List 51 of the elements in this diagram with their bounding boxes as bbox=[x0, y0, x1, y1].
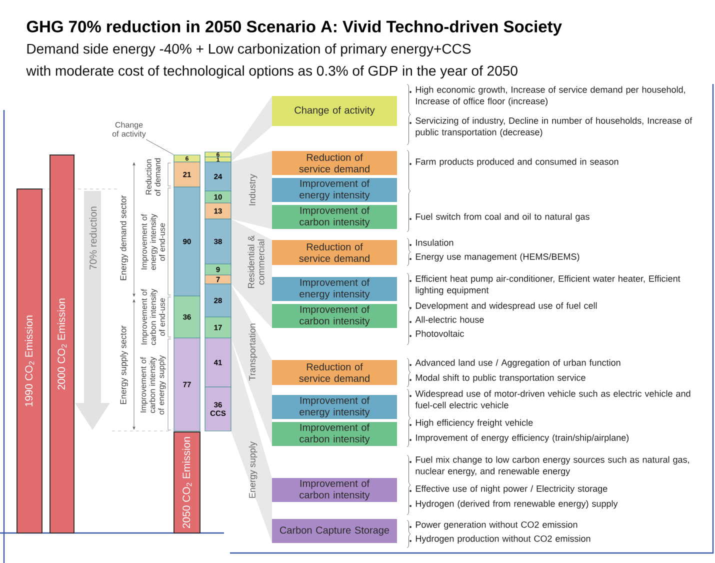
measure-box: Improvement of energy intensity bbox=[272, 178, 397, 202]
bullet-text: Modal shift to public transportation service bbox=[416, 374, 586, 383]
sector-label: Transportation bbox=[248, 324, 258, 381]
bullet-text: Fuel mix change to low carbon energy sources such as natural gas, nuclear energy, and renewable energy bbox=[416, 456, 689, 476]
bullet-text: Widespread use of motor-driven vehicle such as electric vehicle and fuel-cell electric vehicle bbox=[415, 390, 690, 408]
measure-box: Reduction of service demand bbox=[272, 151, 397, 175]
bracket-label: Improvement of carbon intensity of energy supply bbox=[140, 355, 166, 414]
bullet-text: Farm products produced and consumed in season bbox=[416, 158, 618, 167]
measure-box: Improvement of carbon intensity bbox=[272, 478, 397, 502]
bullet-text: Hydrogen production without CO2 emission bbox=[416, 535, 590, 544]
measure-box: Carbon Capture Storage bbox=[272, 519, 397, 543]
bullet-text: Effective use of night power / Electricity storage bbox=[416, 485, 608, 494]
bullet-text: Fuel switch from coal and oil to natural gas bbox=[416, 213, 590, 222]
measure-box: Improvement of carbon intensity bbox=[272, 422, 397, 446]
bullet-text: Energy use management (HEMS/BEMS) bbox=[416, 253, 580, 262]
bullet-text: Photovoltaic bbox=[416, 330, 464, 337]
subtitle: with moderate cost of technological options as 0.3% of GDP in the year of 2050 bbox=[26, 65, 518, 79]
arrow-label: 70% reduction bbox=[89, 206, 97, 270]
measure-box: Improvement of carbon intensity bbox=[272, 205, 397, 229]
bullet-text: Improvement of energy efficiency (train/ship/airplane) bbox=[416, 434, 629, 443]
bullet-text: Power generation without CO2 emission bbox=[416, 521, 578, 530]
bullet-text: Advanced land use / Aggregation of urban function bbox=[415, 359, 620, 368]
sector-label: Energy demand sector bbox=[120, 195, 128, 280]
sector-label: Industry bbox=[248, 174, 258, 206]
sector-label: Energy supply sector bbox=[120, 325, 128, 404]
bullet-text: High economic growth, Increase of service demand per household, Increase of office floor (increase) bbox=[416, 86, 685, 106]
sector-label: Residential & commercial bbox=[248, 235, 264, 288]
bracket-label: Improvement of energy intensity of end-use bbox=[141, 214, 165, 270]
bullet-text: Efficient heat pump air-conditioner, Efficient water heater, Efficient lighting equipment bbox=[416, 275, 680, 296]
measure-box: Improvement of energy intensity bbox=[272, 277, 397, 301]
measure-box: Reduction of service demand bbox=[272, 240, 397, 265]
subtitle: Demand side energy -40% + Low carbonization of primary energy+CCS bbox=[27, 43, 471, 57]
emission-bar: 1990 CO$_{2}$ Emission bbox=[16, 188, 42, 534]
bracket-label: Improvement of carbon intensity of end-use bbox=[141, 288, 165, 345]
title: GHG 70% reduction in 2050 Scenario A: Vivid Techno-driven Society bbox=[26, 20, 562, 36]
bullet-text: Insulation bbox=[416, 239, 454, 246]
bracket-label: Reduction of demand bbox=[146, 158, 160, 196]
bullet-text: Development and widespread use of fuel cell bbox=[416, 302, 597, 311]
measure-box: Improvement of carbon intensity bbox=[272, 304, 397, 328]
leader-line bbox=[146, 139, 174, 155]
measure-box: Reduction of service demand bbox=[272, 360, 397, 385]
emission-bar: 2000 CO$_{2}$ Emission bbox=[50, 154, 74, 534]
emission-bar: 2050 CO$_{2}$ Emission bbox=[174, 432, 200, 534]
bullet-text: Servicizing of industry, Decline in number of households, Increase of public transportation (decrease) bbox=[416, 117, 692, 138]
bullet-text: Hydrogen (derived from renewable energy) supply bbox=[416, 500, 618, 509]
measure-box: Improvement of energy intensity bbox=[272, 395, 397, 419]
sector-label: Energy supply bbox=[248, 442, 258, 498]
measure-box: Change of activity bbox=[272, 96, 397, 126]
callout-text: Change of activity bbox=[112, 122, 146, 138]
bullet-text: All-electric house bbox=[415, 316, 484, 323]
bullet-text: High efficiency freight vehicle bbox=[416, 419, 533, 428]
